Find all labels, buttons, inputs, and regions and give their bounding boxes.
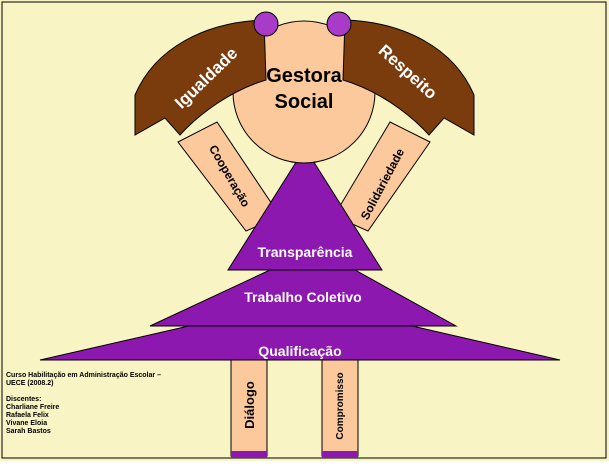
- credits-spacer: [6, 388, 206, 396]
- arm-right: [333, 121, 431, 232]
- pyramid-top: [227, 147, 383, 271]
- course-line-2: UECE (2008.2): [6, 380, 54, 387]
- head-label-line2: Social: [275, 91, 334, 113]
- leg-right-label: Compromisso: [335, 372, 346, 439]
- slide-border: [1, 1, 607, 459]
- tier-middle-label: Trabalho Coletivo: [244, 289, 361, 305]
- shoe-left: [231, 451, 267, 458]
- hair-left: [134, 19, 267, 136]
- student-name: Charliane Freire: [6, 404, 60, 411]
- shoe-right: [322, 451, 358, 458]
- tier-top-label: Transparência: [258, 244, 353, 260]
- leg-left-label: Diálogo: [242, 381, 257, 429]
- head-label-line1: Gestora: [266, 65, 342, 87]
- student-name: Sarah Bastos: [6, 428, 51, 435]
- tier-bottom-label: Qualificação: [258, 343, 341, 359]
- students-label: Discentes:: [6, 396, 42, 403]
- student-name: Vivane Eloia: [6, 420, 48, 427]
- hair-right: [342, 19, 475, 136]
- student-name: Rafaela Felix: [6, 412, 49, 419]
- bow-left: [253, 11, 279, 37]
- course-line-1: Curso Habilitação em Administração Escol…: [6, 372, 161, 379]
- course-credits: Curso Habilitação em Administração Escol…: [6, 372, 206, 436]
- bow-right: [326, 11, 352, 37]
